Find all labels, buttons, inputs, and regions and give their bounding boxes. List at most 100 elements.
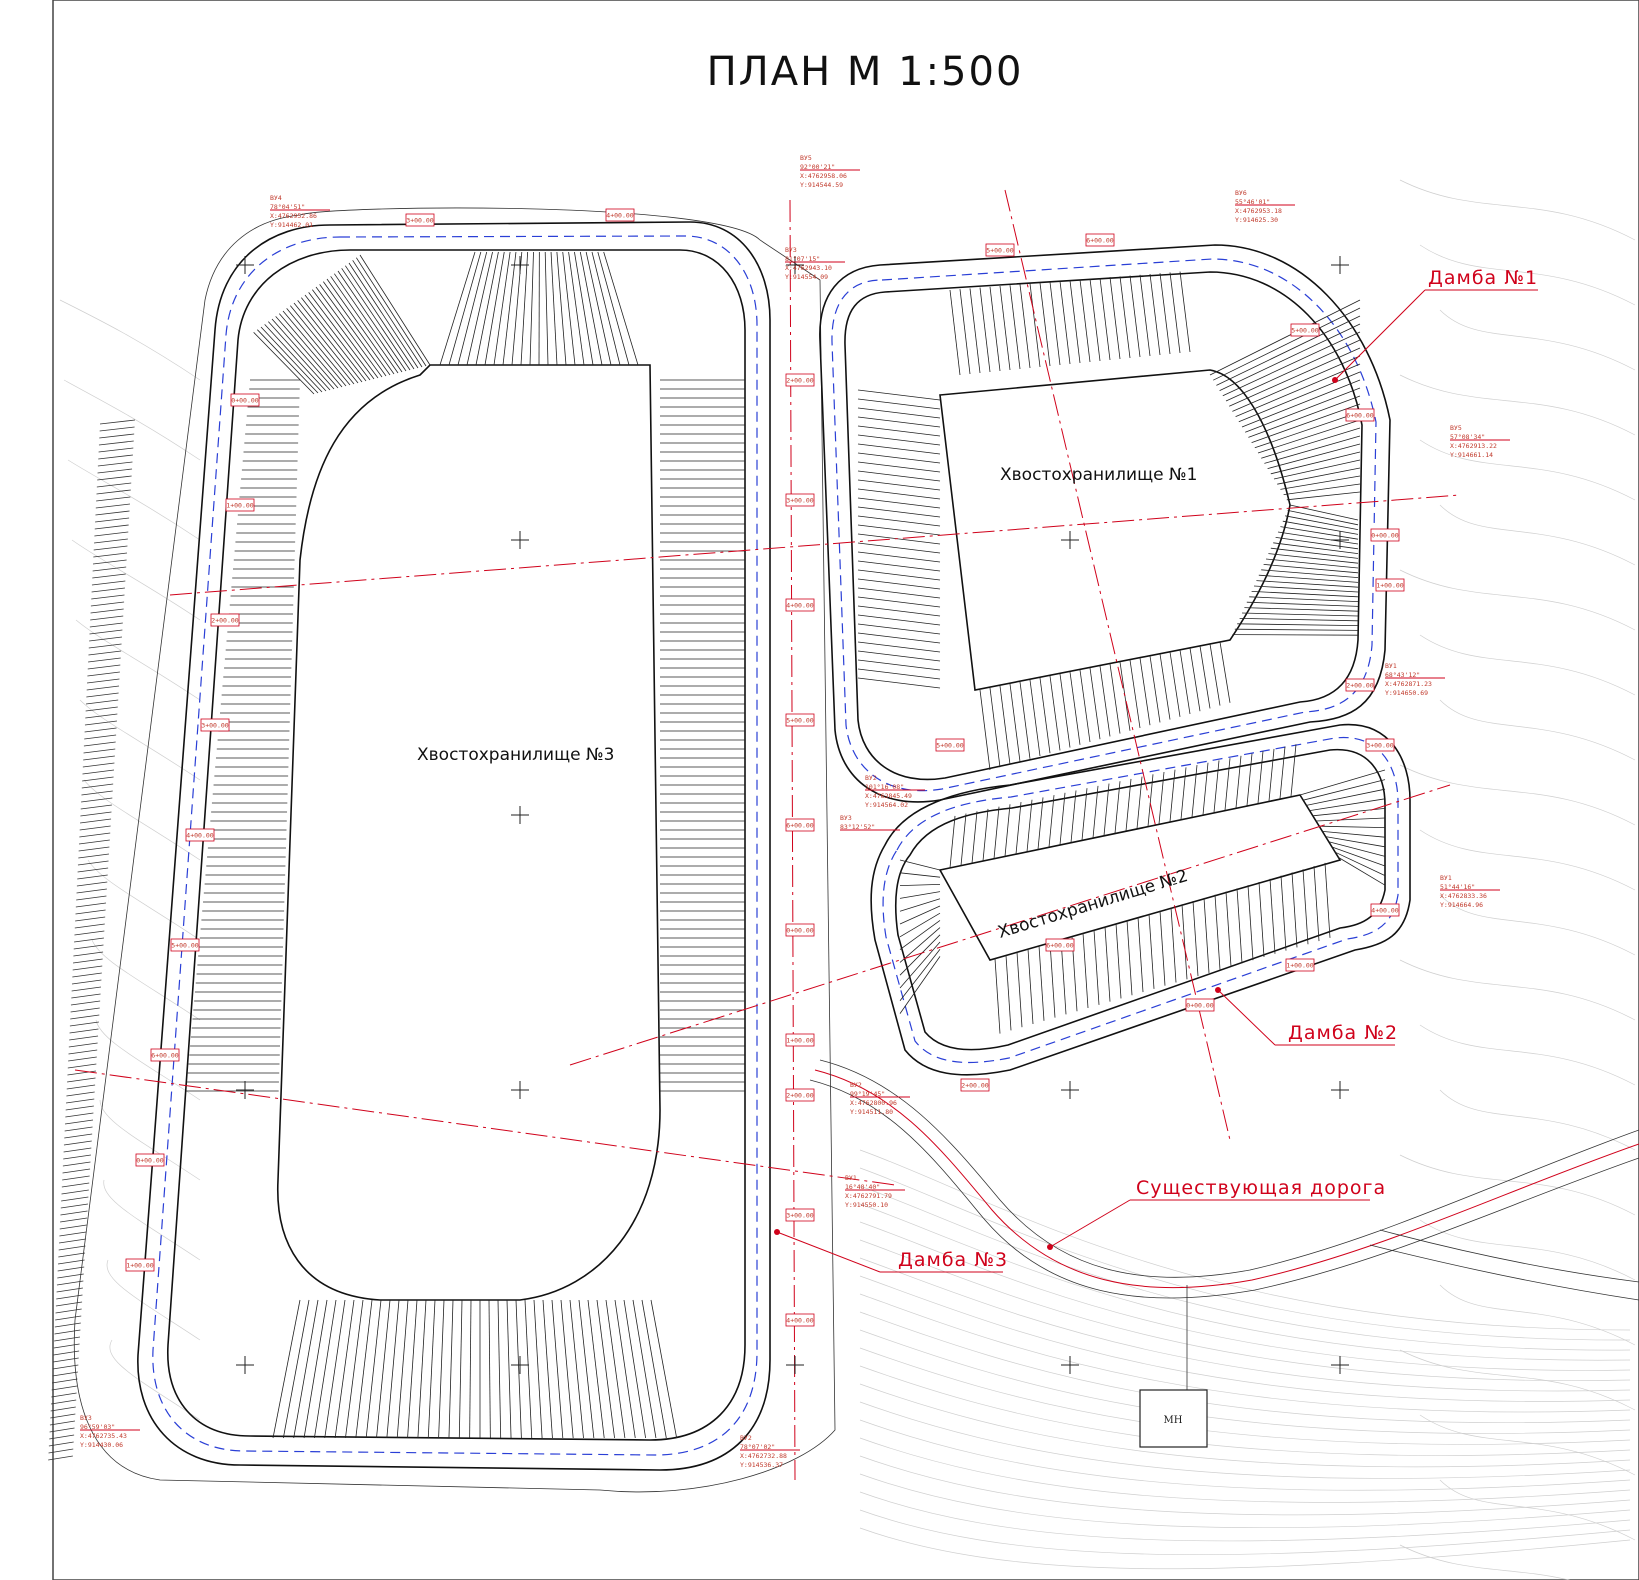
slope-hatch xyxy=(1147,774,1154,827)
slope-hatch xyxy=(1026,799,1033,852)
slope-hatch xyxy=(1268,748,1275,801)
slope-hatch xyxy=(386,1299,400,1439)
station-marker: 4+00.00 xyxy=(605,208,635,222)
slope-hatch xyxy=(407,1299,418,1439)
slope-hatch xyxy=(591,251,621,366)
outer-slope-hatch xyxy=(91,580,126,586)
slope-hatch xyxy=(1319,825,1386,828)
outer-slope-hatch xyxy=(56,1280,84,1286)
slope-hatch xyxy=(857,668,941,680)
outer-slope-hatch xyxy=(50,1413,76,1419)
slope-hatch xyxy=(1203,897,1210,973)
station-label: 3+00.00 xyxy=(201,722,228,730)
slope-hatch xyxy=(1282,520,1359,535)
slope-hatch xyxy=(1222,331,1361,397)
outer-slope-hatch xyxy=(66,1091,95,1097)
outer-slope-hatch xyxy=(60,1217,88,1223)
slope-hatch xyxy=(857,506,941,518)
sheet-border xyxy=(52,0,1639,1580)
contour-line xyxy=(859,1275,1631,1402)
contour-line xyxy=(91,939,201,1021)
slope-hatch xyxy=(959,289,971,375)
slope-hatch xyxy=(1257,751,1264,804)
contour-line xyxy=(859,1419,1631,1491)
slope-hatch xyxy=(899,891,941,899)
slope-hatch xyxy=(1225,339,1361,402)
outer-slope-hatch xyxy=(76,888,107,894)
outer-slope-hatch xyxy=(81,797,113,803)
outer-slope-hatch xyxy=(55,1308,82,1314)
slope-hatch xyxy=(1216,315,1361,386)
station-marker: 0+00.00 xyxy=(1185,998,1215,1012)
slope-hatch xyxy=(1225,891,1232,967)
station-label: 6+00.00 xyxy=(786,822,813,830)
outer-slope-hatch xyxy=(94,531,129,537)
station-label: 1+00.00 xyxy=(786,1037,813,1045)
contour-line xyxy=(859,1347,1631,1445)
slope-hatch xyxy=(457,251,488,366)
slope-hatch xyxy=(448,251,482,366)
slope-hatch xyxy=(1089,278,1101,362)
slope-hatch xyxy=(1303,779,1386,801)
slope-hatch xyxy=(1234,628,1359,631)
slope-hatch xyxy=(1219,323,1361,391)
slope-hatch xyxy=(1104,926,1111,1002)
slope-hatch xyxy=(275,316,339,389)
slope-hatch xyxy=(355,1299,373,1439)
slope-hatch xyxy=(427,1299,436,1439)
station-marker: 5+00.00 xyxy=(985,243,1015,257)
station-marker: 3+00.00 xyxy=(785,1208,815,1222)
slope-hatch xyxy=(899,872,941,878)
slope-hatch xyxy=(1191,765,1198,818)
contour-line xyxy=(79,699,201,781)
slope-hatch xyxy=(1256,580,1359,588)
outer-slope-hatch xyxy=(54,1336,81,1342)
station-label: 5+00.00 xyxy=(1291,327,1318,335)
slope-hatch xyxy=(857,623,941,635)
contour-line xyxy=(109,1339,201,1421)
contour-line xyxy=(859,1257,1631,1392)
station-label: 6+00.00 xyxy=(1046,942,1073,950)
slope-hatch xyxy=(899,884,941,886)
slope-hatch xyxy=(417,1299,427,1439)
slope-hatch xyxy=(1009,285,1021,370)
outer-slope-hatch xyxy=(99,426,135,432)
drawing-title: ПЛАН М 1:500 xyxy=(707,49,1024,95)
station-marker: 3+00.00 xyxy=(200,718,230,732)
slope-hatch xyxy=(1016,952,1023,1028)
station-label: 4+00.00 xyxy=(786,602,813,610)
outer-slope-hatch xyxy=(97,468,133,474)
station-marker: 4+00.00 xyxy=(785,1313,815,1327)
slope-hatch xyxy=(899,934,941,976)
station-label: 0+00.00 xyxy=(1371,532,1398,540)
station-marker: 4+00.00 xyxy=(185,828,215,842)
slope-hatch xyxy=(279,313,343,388)
outer-slope-hatch xyxy=(80,811,112,817)
angle-point-text: X:4762791.79 xyxy=(845,1192,892,1200)
slope-hatch xyxy=(1059,281,1071,365)
angle-point-text: Y:914462.01 xyxy=(270,221,313,229)
outer-slope-hatch xyxy=(68,1049,98,1055)
contour-line xyxy=(1419,1024,1636,1086)
slope-hatch xyxy=(497,1299,502,1439)
slope-hatch xyxy=(899,956,941,1014)
slope-hatch xyxy=(1235,755,1242,808)
station-label: 1+00.00 xyxy=(226,502,253,510)
slope-hatch xyxy=(597,251,630,366)
station-marker: 0+00.00 xyxy=(135,1153,165,1167)
outer-slope-hatch xyxy=(67,1063,97,1069)
outer-slope-hatch xyxy=(78,853,110,859)
outer-slope-hatch xyxy=(94,538,128,544)
outer-slope-hatch xyxy=(49,1434,75,1440)
station-label: 2+00.00 xyxy=(786,1092,813,1100)
station-marker: 0+00.00 xyxy=(230,393,260,407)
slope-hatch xyxy=(1029,283,1041,368)
slope-hatch xyxy=(365,1299,382,1439)
slope-hatch xyxy=(1241,379,1361,428)
mn-structure: МН xyxy=(1139,1285,1208,1448)
outer-slope-hatch xyxy=(63,1147,92,1153)
outer-slope-hatch xyxy=(82,762,115,768)
station-marker: 6+00.00 xyxy=(1085,233,1115,247)
slope-hatch xyxy=(308,292,375,380)
angle-point-text: X:4762800.96 xyxy=(850,1099,897,1107)
